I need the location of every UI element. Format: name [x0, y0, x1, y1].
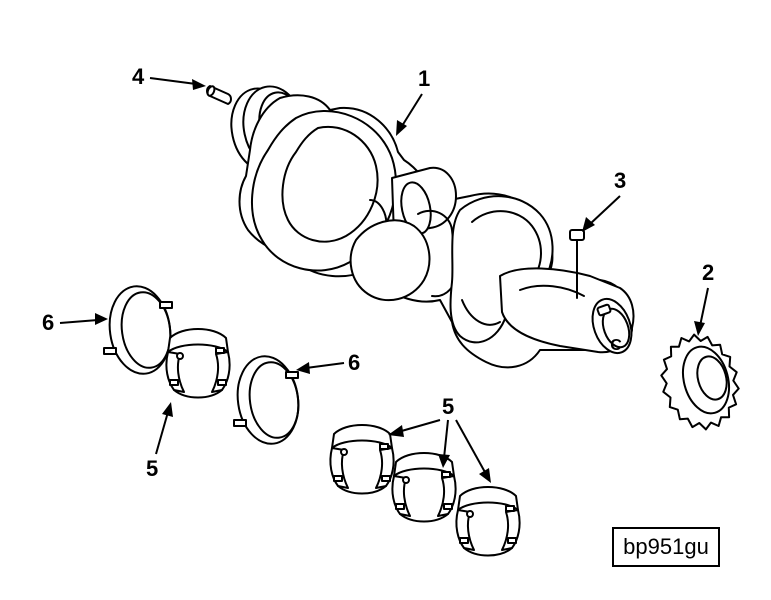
callout-label-1: 1	[418, 66, 430, 91]
reference-code-label: bp951gu	[612, 527, 720, 567]
callout-label-4: 4	[132, 64, 145, 89]
callout-5-right: 5	[388, 394, 491, 483]
callout-1: 1	[396, 66, 430, 136]
dowel-pin	[206, 85, 232, 105]
callout-label-3: 3	[614, 168, 626, 193]
callout-label-6-right: 6	[348, 350, 360, 375]
callout-6-left: 6	[42, 310, 108, 335]
thrust-washer-left	[103, 285, 173, 375]
main-bearing-left	[165, 328, 231, 399]
callout-2: 2	[694, 260, 714, 336]
woodruff-key	[569, 229, 585, 299]
callout-label-2: 2	[702, 260, 714, 285]
callout-5-left: 5	[146, 402, 173, 481]
callout-label-5-right: 5	[442, 394, 454, 419]
crankshaft: C	[230, 85, 635, 369]
callout-6-right: 6	[296, 350, 360, 375]
thrust-washer-right	[233, 355, 300, 445]
main-bearing-3	[455, 486, 521, 557]
main-bearing-1	[329, 424, 395, 495]
callout-4: 4	[132, 64, 206, 90]
main-bearing-2	[391, 452, 457, 523]
callout-3: 3	[582, 168, 626, 232]
callout-label-5-left: 5	[146, 456, 158, 481]
crankshaft-stamp: C	[610, 337, 622, 354]
crankshaft-gear	[660, 333, 740, 431]
callout-label-6-left: 6	[42, 310, 54, 335]
